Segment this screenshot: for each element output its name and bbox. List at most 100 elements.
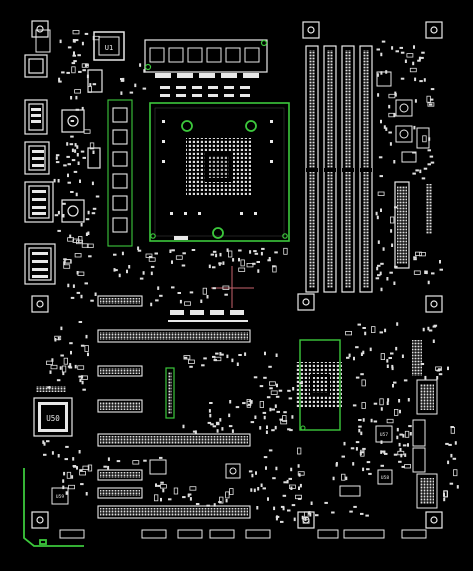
smd-part xyxy=(177,292,181,294)
smd-part xyxy=(62,479,65,483)
smd-part xyxy=(157,286,160,290)
smd-part xyxy=(70,350,72,355)
smd-part xyxy=(80,223,83,227)
smd-part xyxy=(75,108,80,111)
u50-label: U50 xyxy=(46,414,60,423)
smd-part xyxy=(80,344,85,347)
smd-part xyxy=(215,253,218,258)
smd-part xyxy=(301,515,304,520)
smd-part xyxy=(60,326,63,331)
smd-part xyxy=(275,466,278,471)
smd-part xyxy=(355,376,360,379)
smd-part xyxy=(76,153,79,157)
smd-part xyxy=(69,363,72,367)
smd-part xyxy=(155,299,159,302)
smd-part xyxy=(189,291,194,294)
smd-part xyxy=(168,498,172,501)
smd-part xyxy=(432,325,437,328)
smd-part xyxy=(224,293,228,296)
smd-part xyxy=(226,354,229,359)
smd-part xyxy=(220,353,224,356)
smd-part xyxy=(228,413,231,418)
smd-part xyxy=(247,403,252,406)
smd-part xyxy=(393,113,396,117)
smd-part xyxy=(390,229,393,233)
smd-part xyxy=(222,285,230,290)
smd-part xyxy=(380,287,383,292)
smd-part xyxy=(427,163,431,166)
smd-part xyxy=(283,247,288,255)
smd-part xyxy=(126,269,128,274)
smd-part xyxy=(208,409,211,413)
smd-part xyxy=(406,53,414,58)
smd-part xyxy=(162,488,165,493)
smd-part xyxy=(145,253,153,258)
smd-part xyxy=(362,418,365,422)
smd-part xyxy=(400,77,405,80)
smd-part xyxy=(287,428,291,431)
smd-part xyxy=(201,364,205,367)
smd-part xyxy=(286,479,289,484)
smd-part xyxy=(116,460,121,463)
vrm-inductors-top xyxy=(144,39,268,97)
smd-part xyxy=(229,400,232,404)
smd-part xyxy=(353,356,355,361)
smd-part xyxy=(412,151,416,154)
smd-part xyxy=(259,426,262,430)
smd-part xyxy=(59,39,62,44)
smd-part xyxy=(388,104,391,109)
smd-part xyxy=(428,137,431,141)
smd-part xyxy=(393,381,397,384)
smd-part xyxy=(393,408,399,416)
smd-part xyxy=(92,35,100,41)
smd-part xyxy=(368,472,372,475)
smd-part xyxy=(299,382,303,385)
smd-part xyxy=(450,426,454,428)
smd-part xyxy=(121,251,124,256)
smd-part xyxy=(390,352,394,355)
smd-part xyxy=(202,287,208,295)
smd-part xyxy=(70,96,73,100)
smd-part xyxy=(82,388,86,391)
smd-part xyxy=(94,292,97,296)
smd-part xyxy=(427,280,430,285)
smd-part xyxy=(382,247,385,251)
smd-part xyxy=(85,492,88,496)
smd-part xyxy=(282,415,287,422)
smd-part xyxy=(70,191,74,193)
smd-part xyxy=(276,383,278,388)
smd-part xyxy=(187,493,190,498)
smd-part xyxy=(62,371,65,376)
smd-part xyxy=(388,131,392,134)
smd-part xyxy=(114,269,118,272)
smd-part xyxy=(57,336,60,341)
smd-part xyxy=(429,98,434,101)
smd-part xyxy=(265,430,268,434)
smd-part xyxy=(139,277,144,280)
smd-part xyxy=(83,129,91,134)
smd-part xyxy=(219,252,222,257)
smd-part xyxy=(92,207,97,210)
smd-part xyxy=(274,404,277,408)
smd-part xyxy=(179,299,182,304)
smd-part xyxy=(453,469,458,477)
smd-part xyxy=(65,491,68,495)
smd-part xyxy=(260,251,263,256)
smd-part xyxy=(358,419,362,421)
smd-part xyxy=(79,469,83,472)
smd-part xyxy=(380,353,386,361)
smd-part xyxy=(268,381,276,386)
smd-part xyxy=(365,514,369,517)
smd-part xyxy=(355,447,358,451)
smd-part xyxy=(297,471,305,476)
smd-part xyxy=(226,248,229,252)
smd-part xyxy=(118,273,121,278)
smd-part xyxy=(78,70,82,73)
smd-part xyxy=(64,458,68,461)
smd-part xyxy=(81,380,84,385)
smd-part xyxy=(215,352,219,355)
smd-part xyxy=(280,419,288,425)
smd-part xyxy=(70,120,75,122)
smd-part xyxy=(346,356,350,359)
smd-part xyxy=(171,249,175,252)
